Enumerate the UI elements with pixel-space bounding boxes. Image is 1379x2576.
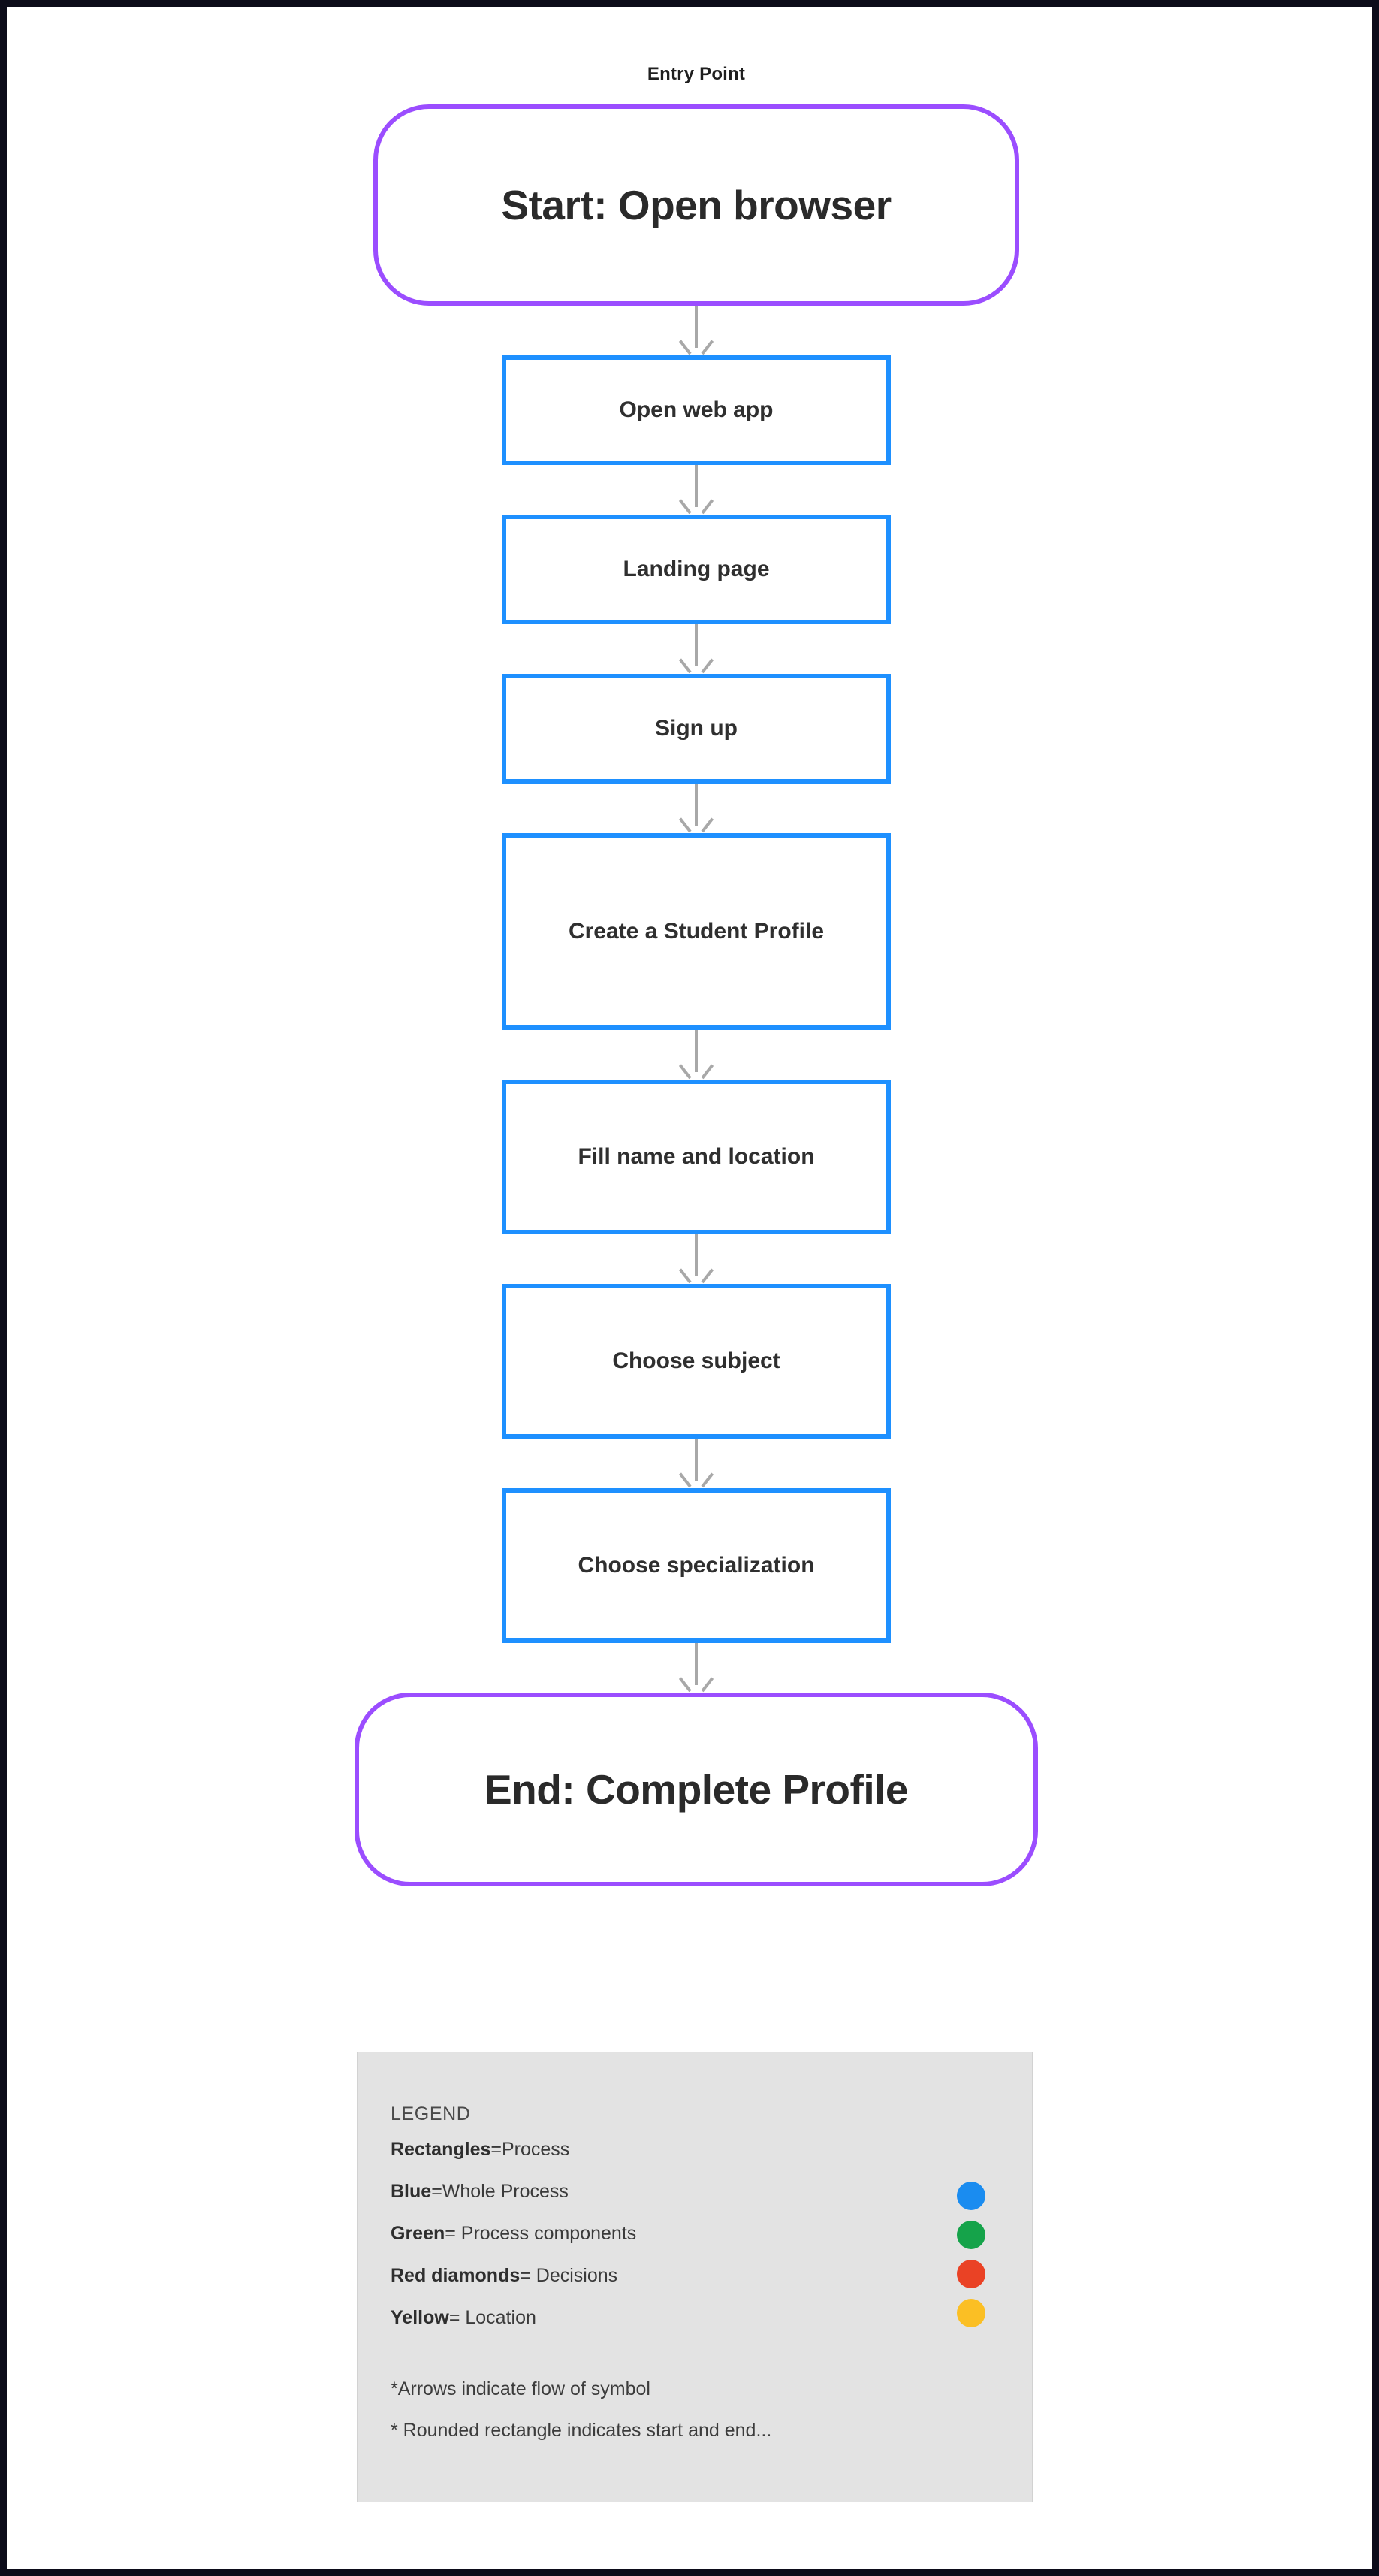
arrow-head-icon xyxy=(686,336,706,355)
node-end[interactable]: End: Complete Profile xyxy=(355,1693,1038,1886)
legend-notes: *Arrows indicate flow of symbol * Rounde… xyxy=(391,2380,999,2440)
legend-note-rounded-rectangle: * Rounded rectangle indicates start and … xyxy=(391,2420,772,2441)
node-landing-page[interactable]: Landing page xyxy=(502,515,891,624)
arrow-shaft xyxy=(695,784,698,826)
node-start[interactable]: Start: Open browser xyxy=(373,104,1019,306)
arrow-shaft xyxy=(695,1643,698,1685)
arrow-landing-page-to-sign-up xyxy=(683,624,709,674)
arrow-choose-specialization-to-end xyxy=(683,1643,709,1693)
legend-term-blue: Blue xyxy=(391,2181,432,2202)
legend-row-yellow: Yellow= Location xyxy=(391,2309,999,2327)
legend-note-arrows: *Arrows indicate flow of symbol xyxy=(391,2378,650,2399)
legend-term-yellow: Yellow xyxy=(391,2307,449,2328)
legend-definition-red-diamonds: = Decisions xyxy=(520,2265,618,2286)
arrow-shaft xyxy=(695,1030,698,1072)
node-choose-specialization[interactable]: Choose specialization xyxy=(502,1488,891,1643)
yellow-dot-icon xyxy=(957,2299,985,2327)
entry-point-caption: Entry Point xyxy=(647,64,746,84)
flowchart-flow: Entry Point Start: Open browser Open web… xyxy=(7,7,1372,1886)
arrow-start-to-open-web-app xyxy=(683,306,709,355)
legend-row-blue: Blue=Whole Process xyxy=(391,2182,999,2201)
arrow-create-profile-to-fill-details xyxy=(683,1030,709,1080)
legend-row-red-diamonds: Red diamonds= Decisions xyxy=(391,2266,999,2285)
arrow-head-icon xyxy=(686,814,706,833)
node-choose-subject[interactable]: Choose subject xyxy=(502,1284,891,1439)
arrow-open-web-app-to-landing-page xyxy=(683,465,709,515)
node-fill-name-and-location[interactable]: Fill name and location xyxy=(502,1080,891,1234)
node-create-student-profile[interactable]: Create a Student Profile xyxy=(502,833,891,1030)
arrow-choose-subject-to-choose-specialization xyxy=(683,1439,709,1488)
legend-title: LEGEND xyxy=(391,2103,471,2125)
legend-row-green: Green= Process components xyxy=(391,2224,999,2243)
arrow-shaft xyxy=(695,306,698,348)
arrow-shaft xyxy=(695,1439,698,1481)
blue-dot-icon xyxy=(957,2182,985,2210)
legend-term-green: Green xyxy=(391,2223,445,2244)
legend-row-rectangles: Rectangles=Process xyxy=(391,2140,999,2159)
legend-panel: LEGEND Rectangles=Process Blue=Whole Pro… xyxy=(357,2052,1033,2502)
arrow-head-icon xyxy=(686,495,706,515)
arrow-head-icon xyxy=(686,654,706,674)
arrow-fill-details-to-choose-subject xyxy=(683,1234,709,1284)
green-dot-icon xyxy=(957,2221,985,2249)
node-sign-up[interactable]: Sign up xyxy=(502,674,891,784)
arrow-head-icon xyxy=(686,1469,706,1488)
legend-color-swatches xyxy=(957,2182,985,2327)
arrow-shaft xyxy=(695,1234,698,1276)
legend-term-red-diamonds: Red diamonds xyxy=(391,2265,521,2286)
legend-definition-blue: =Whole Process xyxy=(431,2181,569,2202)
arrow-shaft xyxy=(695,465,698,507)
legend-definition-rectangles: =Process xyxy=(490,2139,570,2160)
red-dot-icon xyxy=(957,2260,985,2288)
legend-term-rectangles: Rectangles xyxy=(391,2139,491,2160)
arrow-shaft xyxy=(695,624,698,666)
arrow-head-icon xyxy=(686,1673,706,1693)
arrow-head-icon xyxy=(686,1264,706,1284)
legend-definition-yellow: = Location xyxy=(448,2307,536,2328)
arrow-sign-up-to-create-profile xyxy=(683,784,709,833)
legend-definition-green: = Process components xyxy=(445,2223,637,2244)
legend-rows: Rectangles=Process Blue=Whole Process Gr… xyxy=(391,2140,999,2327)
arrow-head-icon xyxy=(686,1060,706,1080)
node-open-web-app[interactable]: Open web app xyxy=(502,355,891,465)
